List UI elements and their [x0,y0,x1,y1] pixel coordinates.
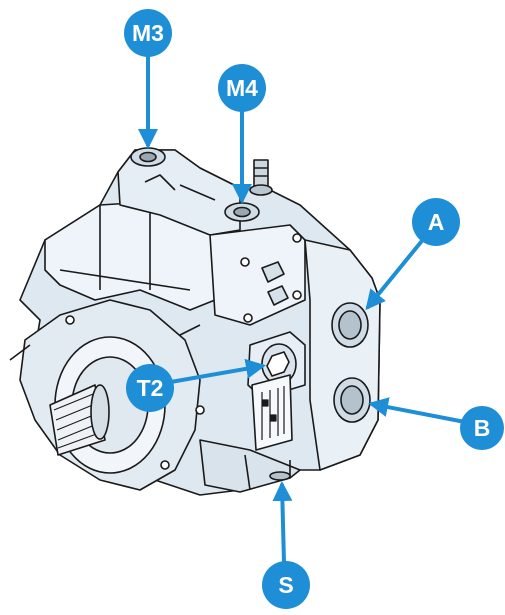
callout-arrows [138,48,467,565]
callout-a-label: A [428,209,445,235]
arrow-a [365,240,423,311]
drive-shaft [49,384,110,456]
callout-s-circle [262,561,310,609]
arrow-t2 [163,358,266,385]
callout-a-circle [412,198,460,246]
arrow-s [272,481,293,565]
arrow-b [368,397,467,424]
callout-m3-circle [124,9,172,57]
pump-body [9,147,381,496]
callout-m3-label: M3 [132,20,164,46]
callout-a: A [412,198,460,246]
s-port [269,471,291,481]
nameplate [251,374,293,451]
callout-s: S [262,561,310,609]
side-face [304,239,381,471]
callout-t2-circle [126,364,174,412]
callout-b-circle [460,406,504,450]
callout-m4: M4 [218,64,266,112]
callout-t2-label: T2 [137,375,164,401]
sensor-fitting [253,159,269,189]
callout-s-label: S [278,572,293,598]
callout-m4-label: M4 [226,75,258,101]
callout-t2: T2 [126,364,174,412]
callout-b: B [460,406,504,450]
callout-m4-circle [218,64,266,112]
callout-m3: M3 [124,9,172,57]
callout-b-label: B [474,415,491,441]
